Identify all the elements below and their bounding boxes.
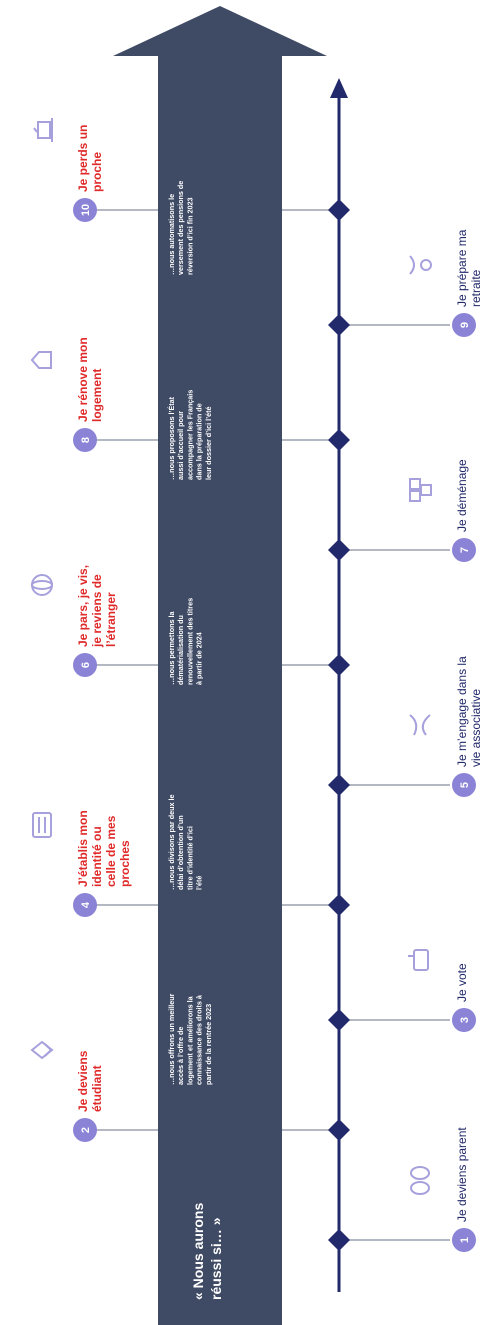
event-number: 8 — [80, 437, 92, 443]
event-number: 2 — [80, 1127, 92, 1133]
event-number-badge: 1 — [452, 1228, 476, 1252]
timeline-diamonds — [328, 199, 350, 1251]
event-number: 4 — [80, 901, 92, 908]
band-text-4: …nous proposons l’Étataussi d’accueil po… — [167, 390, 213, 480]
timeline-diamond — [328, 894, 350, 916]
top-event-2: 2 Je deviensétudiant — [30, 1040, 104, 1142]
band-text-2: …nous divisons par deux ledélai d’obtent… — [167, 795, 204, 890]
id-card-icon — [32, 812, 52, 838]
life-events: 2 Je deviensétudiant 4 J’établis monidentit… — [30, 118, 483, 1252]
moving-boxes-icon — [409, 478, 432, 502]
event-number: 1 — [459, 1237, 471, 1243]
event-number: 10 — [80, 204, 92, 216]
candle-icon — [33, 118, 53, 142]
bottom-event-label: Je prépare maretraite — [455, 229, 483, 307]
top-event-label: Je pars, je vis,je reviens del’étranger — [76, 565, 118, 648]
timeline-diamond — [328, 1119, 350, 1141]
event-number-badge: 9 — [452, 313, 476, 337]
timeline-diamond — [328, 314, 350, 336]
arrow-band — [113, 6, 327, 1325]
event-number: 6 — [80, 662, 92, 668]
bottom-event-3: 3 Je vote — [408, 949, 476, 1032]
event-number: 9 — [459, 322, 471, 328]
event-number: 3 — [459, 1017, 471, 1023]
timeline-axis — [330, 78, 348, 1292]
event-number-badge: 4 — [73, 893, 97, 917]
bottom-event-label: Je vote — [455, 963, 469, 1002]
graduation-cap-icon — [30, 1040, 54, 1060]
top-event-label: J’établis monidentité oucelle de mesproc… — [76, 810, 132, 887]
handshake-icon — [409, 714, 431, 736]
event-number-badge: 8 — [73, 428, 97, 452]
event-number-badge: 7 — [452, 538, 476, 562]
timeline-diamond — [328, 1229, 350, 1251]
event-number-badge: 3 — [452, 1008, 476, 1032]
top-event-10: 10 Je perds unproche — [33, 118, 104, 222]
bottom-event-9: 9 Je prépare maretraite — [409, 229, 483, 337]
band-text-3: …nous permettons ladématérialisation dur… — [167, 598, 204, 685]
top-event-label: Je deviensétudiant — [76, 1050, 104, 1112]
timeline-diamond — [328, 654, 350, 676]
event-number-badge: 5 — [452, 773, 476, 797]
band-text-1: …nous offrons un meilleuraccès à l’offre… — [167, 993, 213, 1085]
bottom-event-label: Je m’engage dans lavie associative — [455, 656, 483, 767]
globe-icon — [31, 574, 53, 596]
top-event-8: 8 Je rénove monlogement — [30, 337, 104, 452]
top-event-label: Je perds unproche — [76, 125, 104, 192]
event-number-badge: 10 — [73, 198, 97, 222]
house-icon — [30, 351, 52, 369]
bottom-event-1: 1 Je deviens parent — [410, 1127, 476, 1252]
timeline-diamond — [328, 539, 350, 561]
bottom-event-5: 5 Je m’engage dans lavie associative — [409, 656, 483, 797]
band-text-5: …nous automatisons leversement des pensi… — [167, 181, 194, 275]
event-number: 5 — [459, 782, 471, 788]
bottom-event-7: 7 Je déménage — [409, 459, 476, 562]
elderly-person-icon — [409, 255, 432, 275]
top-event-4: 4 J’établis monidentité oucelle de mespro… — [32, 810, 132, 917]
event-number-badge: 2 — [73, 1118, 97, 1142]
bottom-event-label: Je déménage — [455, 459, 469, 532]
event-number: 7 — [459, 547, 471, 553]
timeline-diamond — [328, 199, 350, 221]
bottom-event-label: Je deviens parent — [455, 1127, 469, 1222]
event-number-badge: 6 — [73, 653, 97, 677]
timeline-diamond — [328, 774, 350, 796]
ballot-box-icon — [408, 949, 429, 971]
timeline-diamond — [328, 1009, 350, 1031]
timeline-diamond — [328, 429, 350, 451]
baby-icon — [410, 1166, 430, 1195]
top-event-6: 6 Je pars, je vis,je reviens del’étranger — [31, 565, 118, 677]
axis-arrowhead — [330, 78, 348, 98]
top-event-label: Je rénove monlogement — [76, 337, 104, 422]
